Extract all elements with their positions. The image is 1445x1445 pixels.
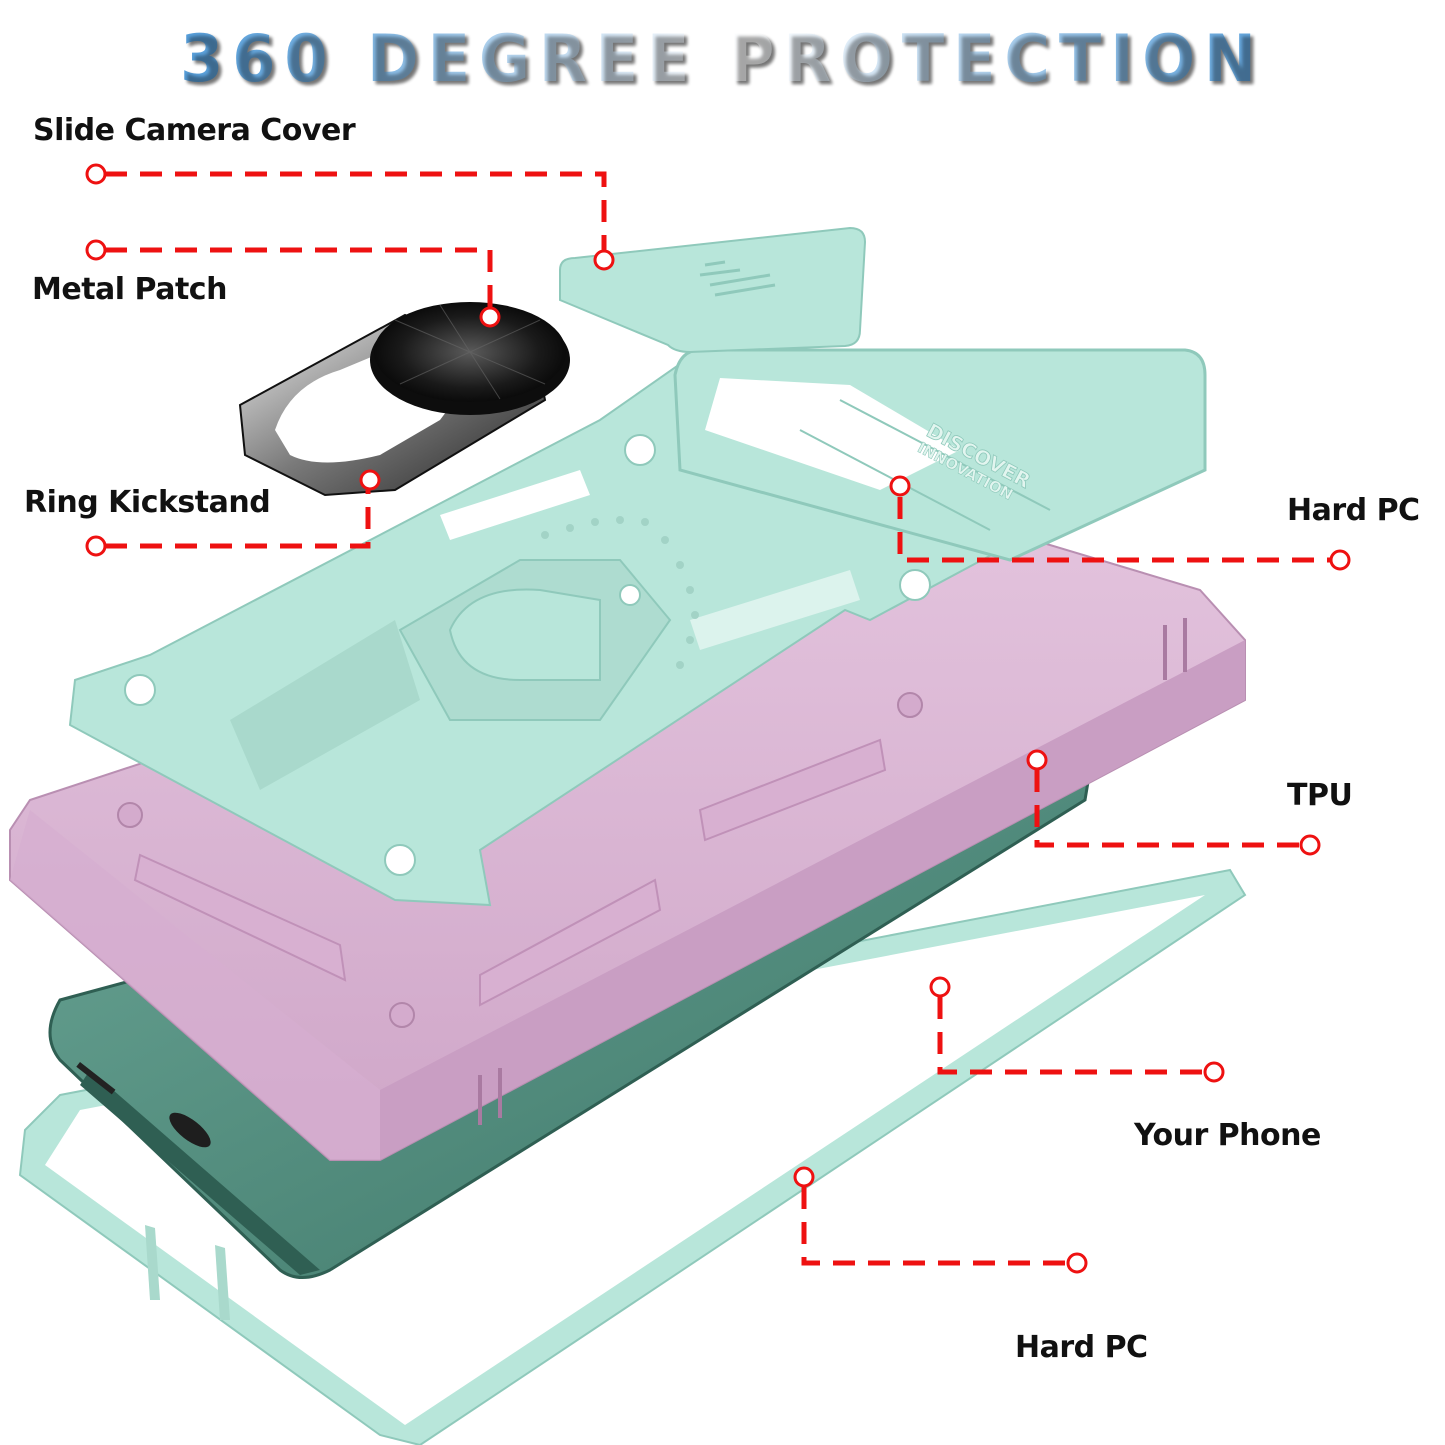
page-title: 360 DEGREE PROTECTION bbox=[0, 20, 1445, 97]
label-hard-pc-bottom: Hard PC bbox=[1015, 1330, 1148, 1365]
slide-camera-cover bbox=[559, 226, 867, 354]
label-slide-camera-cover: Slide Camera Cover bbox=[33, 113, 356, 148]
metal-patch-disc bbox=[370, 302, 570, 415]
label-tpu: TPU bbox=[1287, 778, 1353, 813]
page-title-shadow: 360 DEGREE PROTECTION bbox=[0, 20, 1445, 97]
label-ring-kickstand: Ring Kickstand bbox=[24, 485, 271, 520]
label-hard-pc-top: Hard PC bbox=[1287, 493, 1420, 528]
label-your-phone: Your Phone bbox=[1134, 1118, 1321, 1153]
label-metal-patch: Metal Patch bbox=[32, 272, 227, 307]
